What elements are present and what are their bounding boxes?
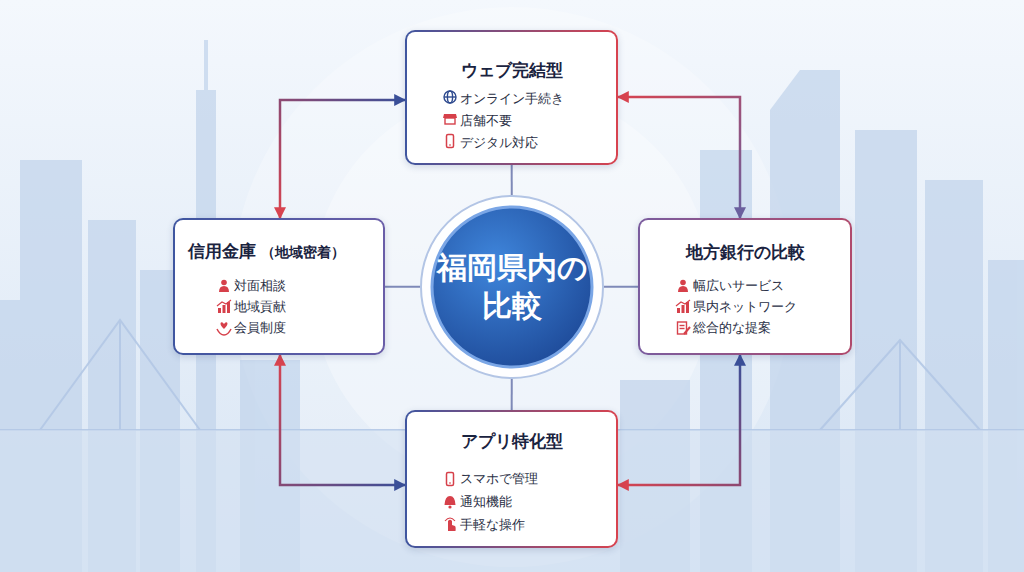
box-heading: ウェブ完結型 [407,61,616,79]
feature-item: オンライン手続き [460,90,564,108]
tower-spire [204,40,208,92]
feature-item: 通知機能 [460,493,512,511]
feature-item: スマホで管理 [460,470,538,488]
cycle-arrow [618,355,740,485]
bridge-pylon [119,320,121,430]
hub-label: 福岡県内の 比較 [432,249,592,324]
cycle-arrow [280,355,405,485]
hub-circle-shape [420,195,604,379]
category-box: アプリ特化型スマホで管理通知機能手軽な操作 [405,410,618,548]
feature-item: 県内ネットワーク [693,298,797,316]
feature-item: 地域貢献 [234,298,286,316]
hub-inner-disc [432,207,592,367]
box-heading: 信用金庫 [188,242,256,260]
box-heading: アプリ特化型 [407,432,616,450]
category-box: ウェブ完結型オンライン手続き店舗不要デジタル対応 [405,30,618,165]
feature-item: 幅広いサービス [693,277,784,295]
feature-item: 総合的な提案 [693,319,771,337]
feature-item: 対面相談 [234,277,286,295]
feature-item: 店舗不要 [460,112,512,130]
heading-note: （地域密着） [261,243,345,261]
feature-item: 手軽な操作 [460,516,525,534]
feature-item: 会員制度 [234,319,286,337]
cycle-arrow [280,100,405,218]
hub-outer-ring [421,196,603,378]
feature-item: デジタル対応 [460,134,538,152]
hub-circle: 福岡県内の 比較 [420,195,604,379]
hub-spoke [385,286,420,288]
hub-spoke [604,286,638,288]
cycle-arrow [618,97,740,218]
hub-spoke [511,379,513,410]
category-box: 地方銀行の比較幅広いサービス県内ネットワーク総合的な提案 [638,218,852,355]
hub-spoke [511,165,513,195]
bridge-pylon [899,340,901,430]
category-box: 信用金庫 （地域密着） 対面相談地域貢献会員制度 [173,218,385,355]
box-heading: 地方銀行の比較 [640,243,850,261]
